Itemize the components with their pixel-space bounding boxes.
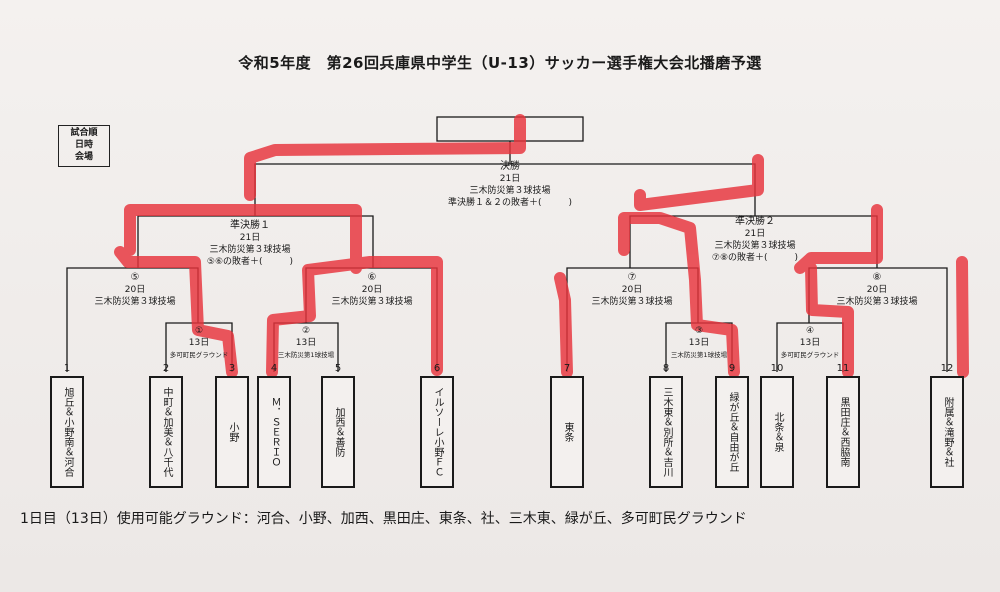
semi2-name: 準決勝２ bbox=[734, 216, 775, 227]
match5-name: ⑤ bbox=[130, 272, 140, 283]
team-number-9: 9 bbox=[728, 363, 736, 374]
legend-order: 試合順 bbox=[70, 128, 98, 138]
match1-info: ① 13日 多可町民グラウンド bbox=[170, 325, 229, 361]
semi2-info: 準決勝２ 21日 三木防災第３球技場 ⑦⑧の敗者＋( ) bbox=[712, 216, 798, 264]
footer-note: 1日目（13日）使用可能グラウンド：河合、小野、加西、黒田庄、東条、社、三木東、… bbox=[20, 511, 747, 527]
match4-venue: 多可町民グラウンド bbox=[780, 351, 840, 359]
team-box-12: 附属＆滝野＆社 bbox=[930, 376, 964, 488]
team-box-1: 旭丘＆小野南＆河合 bbox=[50, 376, 84, 488]
legend-datetime: 日時 bbox=[74, 140, 93, 150]
match7-date: 20日 bbox=[621, 285, 643, 295]
team-box-11: 黒田庄＆西脇南 bbox=[826, 376, 860, 488]
final-date: 21日 bbox=[499, 174, 521, 184]
team-number-2: 2 bbox=[162, 363, 170, 374]
legend-box: 試合順 日時 会場 bbox=[58, 125, 110, 167]
match8-info: ⑧ 20日 三木防災第３球技場 bbox=[836, 272, 917, 308]
match3-venue: 三木防災第1球技場 bbox=[670, 351, 728, 359]
team-box-9: 緑が丘＆自由が丘 bbox=[715, 376, 749, 488]
team-number-7: 7 bbox=[563, 363, 571, 374]
match7-venue: 三木防災第３球技場 bbox=[591, 297, 673, 307]
semi1-info: 準決勝１ 21日 三木防災第３球技場 ⑤⑥の敗者＋( ) bbox=[207, 220, 293, 268]
team-number-6: 6 bbox=[433, 363, 441, 374]
match2-info: ② 13日 三木防災第1球技場 bbox=[278, 325, 334, 361]
team-number-5: 5 bbox=[334, 363, 342, 374]
match1-venue: 多可町民グラウンド bbox=[169, 351, 229, 359]
match6-date: 20日 bbox=[361, 285, 383, 295]
match5-venue: 三木防災第３球技場 bbox=[94, 297, 176, 307]
match5-date: 20日 bbox=[124, 285, 146, 295]
match5-info: ⑤ 20日 三木防災第３球技場 bbox=[94, 272, 175, 308]
match8-date: 20日 bbox=[866, 285, 888, 295]
team-number-4: 4 bbox=[270, 363, 278, 374]
team-box-2: 中町＆加美＆八千代 bbox=[149, 376, 183, 488]
match2-date: 13日 bbox=[295, 338, 317, 348]
semi1-name: 準決勝１ bbox=[229, 220, 270, 231]
match8-venue: 三木防災第３球技場 bbox=[836, 297, 918, 307]
team-number-3: 3 bbox=[228, 363, 236, 374]
team-box-8: 三木東＆別所＆吉川 bbox=[649, 376, 683, 488]
semi2-note: ⑦⑧の敗者＋( ) bbox=[711, 253, 799, 263]
team-box-4: Ｍ．ＳＥＲＩＯ bbox=[257, 376, 291, 488]
match6-info: ⑥ 20日 三木防災第３球技場 bbox=[331, 272, 412, 308]
team-box-6: イルソーレ小野ＦＣ bbox=[420, 376, 454, 488]
semi1-date: 21日 bbox=[239, 233, 261, 243]
team-number-11: 11 bbox=[836, 363, 850, 374]
match4-date: 13日 bbox=[799, 338, 821, 348]
match6-name: ⑥ bbox=[367, 272, 377, 283]
legend-venue: 会場 bbox=[74, 152, 93, 162]
semi2-venue: 三木防災第３球技場 bbox=[714, 241, 796, 251]
team-number-12: 12 bbox=[940, 363, 954, 374]
match3-name: ③ bbox=[694, 326, 704, 336]
match2-venue: 三木防災第1球技場 bbox=[277, 351, 335, 359]
team-number-1: 1 bbox=[63, 363, 71, 374]
semi2-date: 21日 bbox=[744, 229, 766, 239]
final-venue: 三木防災第３球技場 bbox=[469, 186, 551, 196]
match1-date: 13日 bbox=[188, 338, 210, 348]
match1-name: ① bbox=[194, 326, 204, 336]
team-box-7: 東条 bbox=[550, 376, 584, 488]
team-number-10: 10 bbox=[770, 363, 784, 374]
page-title: 令和5年度 第26回兵庫県中学生（U-13）サッカー選手権大会北播磨予選 bbox=[238, 54, 762, 72]
team-box-10: 北条＆泉 bbox=[760, 376, 794, 488]
match4-info: ④ 13日 多可町民グラウンド bbox=[781, 325, 840, 361]
champion-box bbox=[436, 116, 584, 142]
team-number-8: 8 bbox=[662, 363, 670, 374]
match8-name: ⑧ bbox=[872, 272, 882, 283]
match2-name: ② bbox=[301, 326, 311, 336]
final-name: 決勝 bbox=[500, 161, 520, 172]
team-box-5: 加西＆善防 bbox=[321, 376, 355, 488]
final-note: 準決勝１＆２の敗者＋( ) bbox=[447, 198, 573, 208]
match3-info: ③ 13日 三木防災第1球技場 bbox=[671, 325, 727, 361]
semi1-venue: 三木防災第３球技場 bbox=[209, 245, 291, 255]
match6-venue: 三木防災第３球技場 bbox=[331, 297, 413, 307]
match7-info: ⑦ 20日 三木防災第３球技場 bbox=[591, 272, 672, 308]
match3-date: 13日 bbox=[688, 338, 710, 348]
semi1-note: ⑤⑥の敗者＋( ) bbox=[206, 257, 294, 267]
match7-name: ⑦ bbox=[627, 272, 637, 283]
final-info: 決勝 21日 三木防災第３球技場 準決勝１＆２の敗者＋( ) bbox=[448, 161, 572, 209]
match4-name: ④ bbox=[805, 326, 815, 336]
team-box-3: 小野 bbox=[215, 376, 249, 488]
